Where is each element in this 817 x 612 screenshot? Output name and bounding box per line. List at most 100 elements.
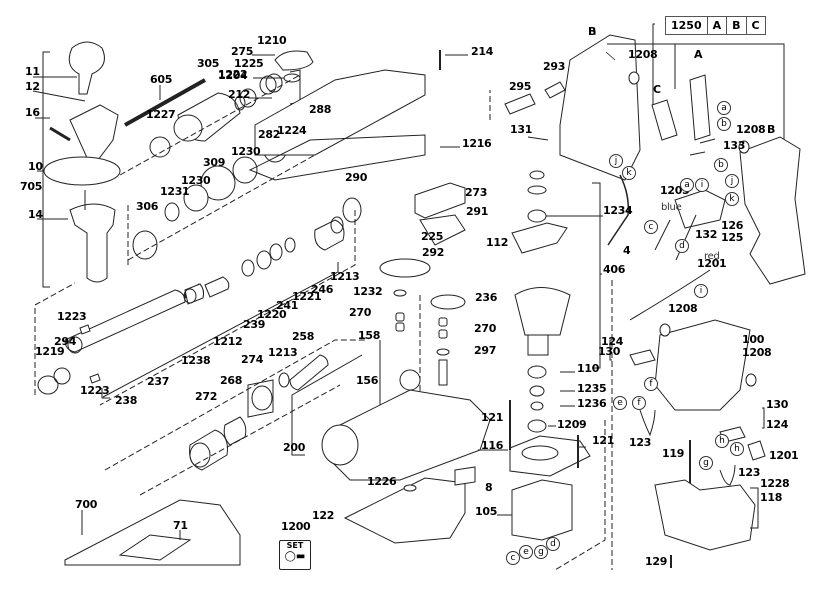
motor-cover-118 xyxy=(654,479,756,551)
part-label-14: 14 xyxy=(28,208,43,221)
part-label-121: 121 xyxy=(592,434,615,447)
wire-ref-h: h xyxy=(730,442,744,456)
set-tools-icon: ◯▬ xyxy=(284,551,306,562)
part-label-272: 272 xyxy=(195,390,218,403)
leader-lines xyxy=(605,51,616,61)
gear-225 xyxy=(379,258,431,278)
part-label-158: 158 xyxy=(358,329,381,342)
part-label-8: 8 xyxy=(485,481,493,494)
part-label-282: 282 xyxy=(258,128,281,141)
part-label-295: 295 xyxy=(509,80,532,93)
part-label-124: 124 xyxy=(766,418,789,431)
part-label-10: 10 xyxy=(28,160,43,173)
part-label-125: 125 xyxy=(721,231,744,244)
part-label-112: 112 xyxy=(486,236,509,249)
part-A xyxy=(689,74,711,141)
wire-color-note-red: red xyxy=(704,251,720,262)
part-label-1201: 1201 xyxy=(697,257,727,270)
part-label-11: 11 xyxy=(25,65,40,78)
part-label-110: 110 xyxy=(577,362,600,375)
stator-105 xyxy=(511,479,573,541)
bracket-705 xyxy=(42,51,50,288)
part-label-1236: 1236 xyxy=(577,397,607,410)
gear-236 xyxy=(430,294,466,310)
part-label-305: 305 xyxy=(197,57,220,70)
screw-16 xyxy=(49,126,71,142)
cap-156 xyxy=(399,369,421,391)
part-label-1209: 1209 xyxy=(557,418,587,431)
wire-ref-e: e xyxy=(519,545,533,559)
part-label-290: 290 xyxy=(345,171,368,184)
part-label-705: 705 xyxy=(20,180,43,193)
wire-ref-a: a xyxy=(717,101,731,115)
assembly-letter-c: C xyxy=(653,83,661,96)
part-label-241: 241 xyxy=(276,299,299,312)
part-label-156: 156 xyxy=(356,374,379,387)
part-label-1224: 1224 xyxy=(277,124,307,137)
part-label-294: 294 xyxy=(54,335,77,348)
part-label-275: 275 xyxy=(231,45,254,58)
set-badge-1200: SET ◯▬ xyxy=(279,540,311,570)
wire-ref-a: a xyxy=(680,178,694,192)
gearbox-cover-212 xyxy=(254,69,426,156)
part-label-130: 130 xyxy=(766,398,789,411)
part-label-246: 246 xyxy=(311,283,334,296)
part-label-1234: 1234 xyxy=(603,204,633,217)
part-label-133: 133 xyxy=(723,139,746,152)
part-label-16: 16 xyxy=(25,106,40,119)
part-label-268: 268 xyxy=(220,374,243,387)
wire-ref-g: g xyxy=(534,545,548,559)
part-label-123: 123 xyxy=(629,436,652,449)
wire-ref-i: i xyxy=(694,284,708,298)
motor-housing-100 xyxy=(654,319,751,411)
wire-ref-k: k xyxy=(725,192,739,206)
part-label-1213: 1213 xyxy=(268,346,298,359)
part-label-1208: 1208 xyxy=(668,302,698,315)
spring-295 xyxy=(504,93,536,115)
part-label-105: 105 xyxy=(475,505,498,518)
fan-housing-116 xyxy=(509,435,591,477)
part-label-236: 236 xyxy=(475,291,498,304)
wire-ref-h: h xyxy=(715,434,729,448)
kit-col-b: B xyxy=(727,17,747,34)
rod-605 xyxy=(124,78,206,127)
side-handle-clamp xyxy=(68,41,105,95)
part-label-4: 4 xyxy=(623,244,631,257)
part-label-270: 270 xyxy=(349,306,372,319)
wire-ref-b: b xyxy=(717,117,731,131)
part-label-1200: 1200 xyxy=(281,520,311,533)
wire-ref-f: f xyxy=(632,396,646,410)
wire-ref-e: e xyxy=(613,396,627,410)
part-label-116: 116 xyxy=(481,439,504,452)
part-label-1238: 1238 xyxy=(181,354,211,367)
part-label-1219: 1219 xyxy=(35,345,65,358)
part-label-237: 237 xyxy=(147,375,170,388)
part-label-225: 225 xyxy=(421,230,444,243)
side-handle-disc xyxy=(43,156,121,186)
part-label-291: 291 xyxy=(466,205,489,218)
gear-268 xyxy=(223,416,247,446)
kit-col-a: A xyxy=(708,17,728,34)
part-label-1208: 1208 xyxy=(736,123,766,136)
assembly-letter-a: A xyxy=(694,48,703,61)
drawing-layer xyxy=(32,23,806,571)
plate-291 xyxy=(419,214,466,246)
side-handle-top xyxy=(69,104,119,161)
wire-ref-g: g xyxy=(699,456,713,470)
set-badge-title: SET xyxy=(286,541,304,550)
part-label-1213: 1213 xyxy=(330,270,360,283)
wire-ref-d: d xyxy=(675,239,689,253)
part-label-124: 124 xyxy=(601,335,624,348)
part-label-309: 309 xyxy=(203,156,226,169)
wire-ref-k: k xyxy=(622,166,636,180)
part-label-1208: 1208 xyxy=(742,346,772,359)
part-label-214: 214 xyxy=(471,45,494,58)
gasket-1216 xyxy=(248,134,426,181)
part-label-12: 12 xyxy=(25,80,40,93)
part-label-605: 605 xyxy=(150,73,173,86)
part-label-1204: 1204 xyxy=(218,69,248,82)
part-label-200: 200 xyxy=(283,441,306,454)
kit-part-number: 1250 xyxy=(666,17,708,34)
part-label-1226: 1226 xyxy=(367,475,397,488)
piston-258 xyxy=(289,354,329,391)
